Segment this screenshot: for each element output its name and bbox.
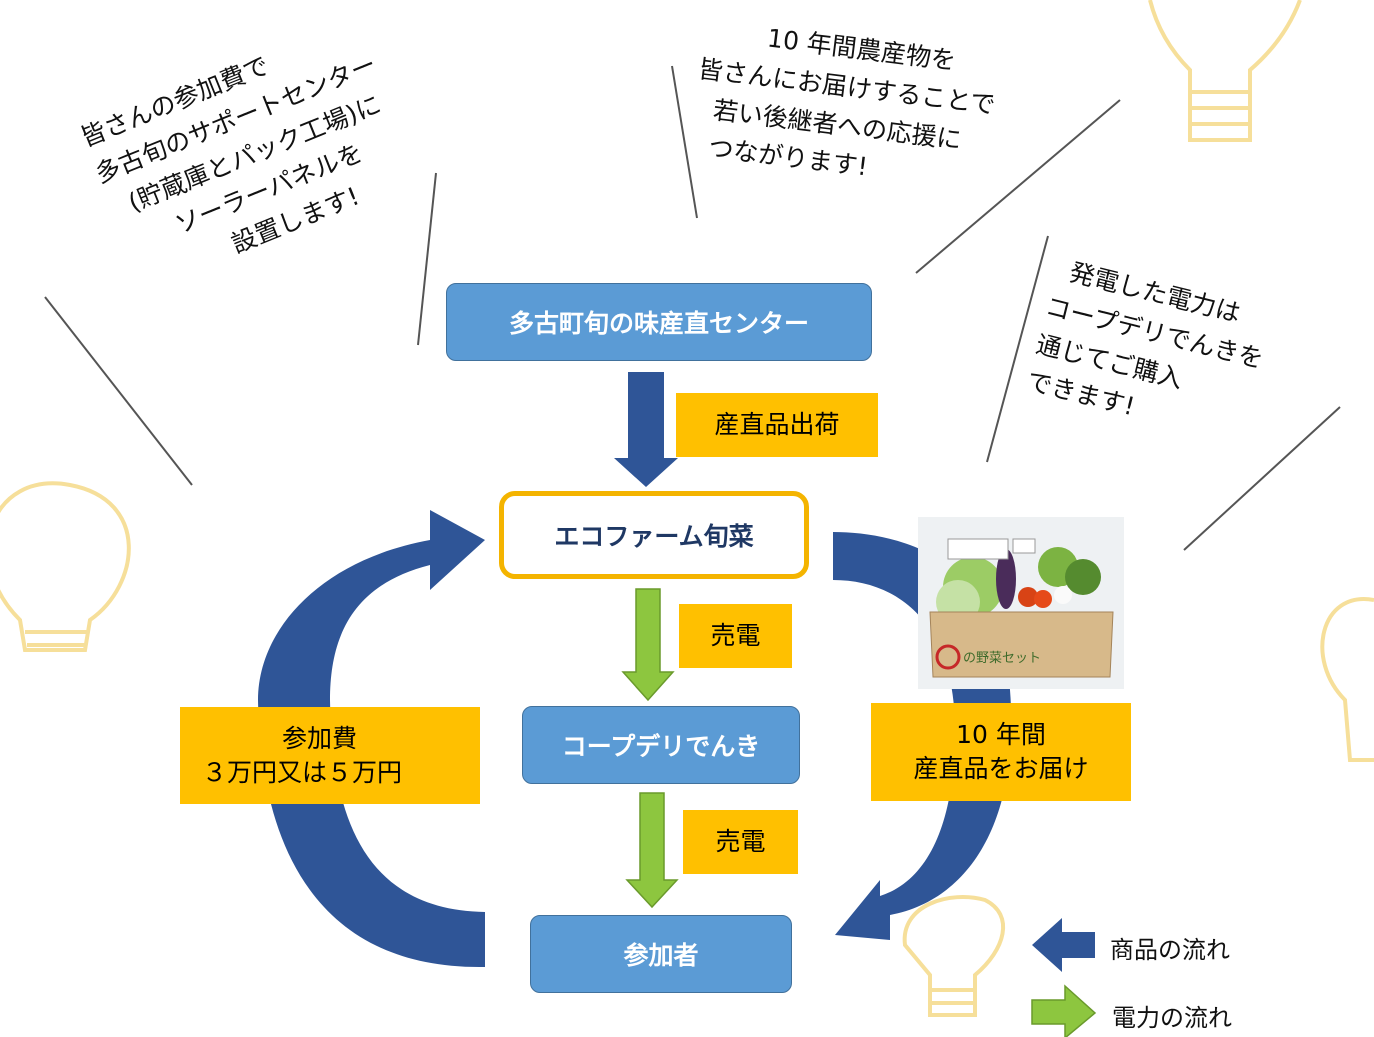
label-sell-power-1: 売電 xyxy=(679,604,792,668)
decorative-lines xyxy=(44,65,1341,551)
legend-power-arrow xyxy=(1031,984,1097,1037)
label-shipment: 産直品出荷 xyxy=(676,393,878,457)
legend-goods-arrow xyxy=(1032,918,1095,972)
shipment-arrow xyxy=(614,372,678,487)
power-arrow-1 xyxy=(621,588,675,702)
vegetable-box-photo: の野菜セット xyxy=(918,517,1124,689)
label-sell-power-2: 売電 xyxy=(683,810,798,874)
label-delivery: 10 年間 産直品をお届け xyxy=(871,703,1131,801)
lightbulb-icon xyxy=(1320,597,1374,762)
fee-cycle-arrow xyxy=(258,510,485,968)
lightbulb-icon xyxy=(902,895,1005,1017)
node-eco-farm: エコファーム旬菜 xyxy=(499,491,809,579)
lightbulb-icon xyxy=(0,481,131,652)
legend-power-label: 電力の流れ xyxy=(1112,1004,1232,1032)
label-participation-fee: 参加費 ３万円又は５万円 xyxy=(180,707,480,804)
node-coopdeli-denki: コープデリでんき xyxy=(522,706,800,784)
lightbulb-icon xyxy=(1148,0,1302,142)
node-sanchoku-center: 多古町旬の味産直センター xyxy=(446,283,872,361)
power-arrow-2 xyxy=(625,792,679,909)
node-participants: 参加者 xyxy=(530,915,792,993)
legend-goods-label: 商品の流れ xyxy=(1110,936,1230,964)
photo-box-label: の野菜セット xyxy=(963,651,1041,666)
